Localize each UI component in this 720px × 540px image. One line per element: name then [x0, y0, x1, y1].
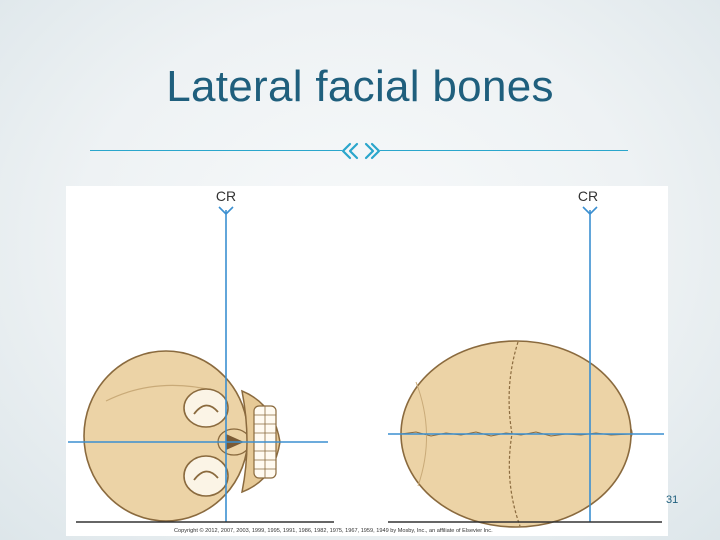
- left-skull-illustration: [83, 350, 281, 522]
- left-cr-label: CR: [216, 188, 236, 204]
- slide-title: Lateral facial bones: [166, 62, 554, 111]
- page-number: 31: [666, 494, 679, 506]
- positioning-figure: CR CR Copyright © 2012, 2007, 2003, 1999…: [66, 186, 668, 536]
- left-central-ray: [68, 206, 328, 522]
- title-rule-left: [90, 150, 342, 151]
- right-central-ray: [388, 206, 664, 522]
- right-cr-label: CR: [578, 188, 598, 204]
- divider-ornament-icon: [341, 142, 381, 160]
- title-rule-right: [380, 150, 628, 151]
- copyright-text: Copyright © 2012, 2007, 2003, 1999, 1995…: [174, 527, 493, 534]
